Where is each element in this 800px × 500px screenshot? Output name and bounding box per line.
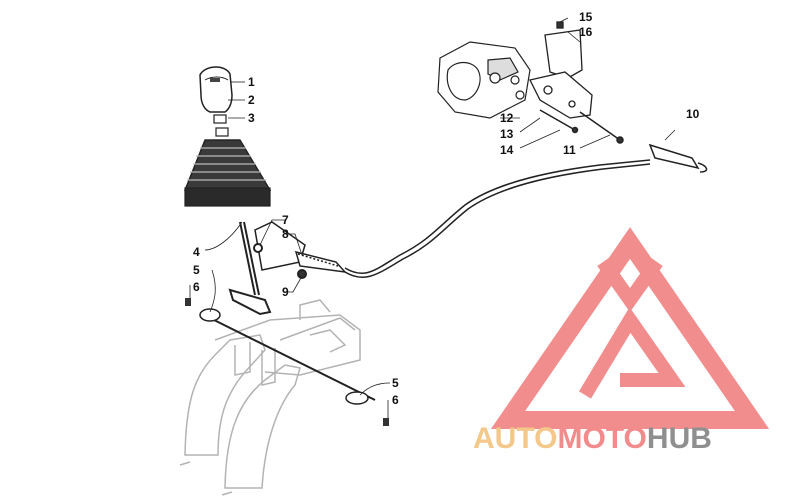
callout-1: 1 [248,75,255,89]
callout-13: 13 [500,127,514,141]
svg-text:AUTOMOTOHUB: AUTOMOTOHUB [473,422,712,455]
callout-2: 2 [248,93,255,107]
callout-labels: 1 2 3 4 5 6 7 8 9 10 11 12 13 14 15 16 5… [193,10,700,407]
bracket-bolts [539,109,624,144]
knob-nut [213,114,227,124]
callout-6b: 6 [392,393,399,407]
callout-8: 8 [282,227,289,241]
callout-15: 15 [579,10,593,24]
shift-lever [228,221,307,316]
callout-3: 3 [248,111,255,125]
watermark-auto: AUTO [473,422,557,455]
callout-5b: 5 [392,376,399,390]
callout-16: 16 [579,25,593,39]
leader-lines [189,17,676,418]
frame-assembly [179,299,361,496]
watermark-moto: MOTO [557,422,646,455]
pivot-shaft [185,298,389,426]
callout-10: 10 [686,107,700,121]
callout-5: 5 [193,263,200,277]
shift-boot [184,127,272,207]
callout-14: 14 [500,143,514,157]
callout-7: 7 [282,213,289,227]
watermark-logo [490,227,770,429]
mounting-bracket [529,21,593,119]
shift-knob [199,66,233,113]
transmission-housing [437,41,531,119]
watermark-text: AUTOMOTOHUB [473,422,712,455]
callout-11: 11 [563,143,576,157]
callout-6: 6 [193,280,200,294]
callout-4: 4 [193,245,200,259]
callout-9: 9 [282,285,289,299]
shift-cable [294,143,708,279]
callout-12: 12 [500,111,514,125]
watermark-hub: HUB [647,422,712,455]
